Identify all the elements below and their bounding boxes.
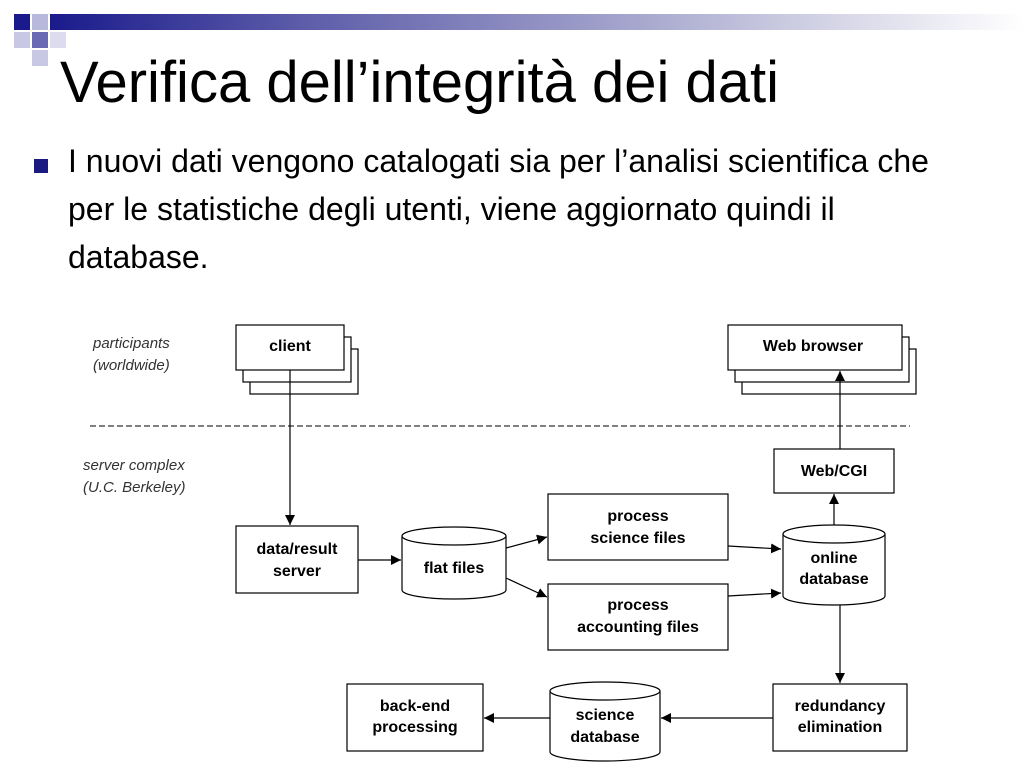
client-label: client: [269, 338, 311, 355]
header-square-dark: [14, 14, 30, 30]
process-science-label-1: process: [607, 508, 668, 525]
web-browser-label: Web browser: [763, 338, 863, 355]
backend-label-2: processing: [372, 719, 457, 736]
process-accounting-files-box: process accounting files: [547, 583, 729, 651]
data-result-server-box: data/result server: [235, 525, 359, 594]
arrow-accounting-to-onlinedb: [727, 588, 782, 599]
client-box: client: [235, 324, 359, 395]
process-science-files-box: process science files: [547, 493, 729, 561]
web-cgi-label: Web/CGI: [801, 463, 867, 480]
science-database-label-1: science: [576, 707, 635, 724]
online-database-label-1: online: [810, 550, 857, 567]
redundancy-elimination-box: redundancy elimination: [772, 683, 908, 752]
participants-label-sub: (worldwide): [93, 357, 170, 374]
arrow-science-to-onlinedb: [727, 543, 782, 554]
participants-label: participants: [92, 335, 170, 352]
server-complex-label-sub: (U.C. Berkeley): [83, 479, 186, 496]
slide-title: Verifica dell’integrità dei dati: [60, 50, 779, 115]
bullet-text: I nuovi dati vengono catalogati sia per …: [68, 143, 929, 275]
header-square-light-4: [50, 32, 66, 48]
header-gradient-bar: [50, 14, 1024, 30]
data-result-label-1: data/result: [257, 541, 339, 558]
arrow-flatfiles-to-accounting: [505, 577, 548, 598]
header-square-light-2: [14, 32, 30, 48]
backend-label-1: back-end: [380, 698, 450, 715]
web-browser-box: Web browser: [727, 324, 917, 395]
arrow-flatfiles-to-science: [505, 534, 548, 549]
redundancy-label-2: elimination: [798, 719, 882, 736]
process-science-label-2: science files: [590, 530, 685, 547]
redundancy-label-1: redundancy: [795, 698, 886, 715]
science-database-label-2: database: [570, 729, 639, 746]
server-complex-label: server complex: [83, 457, 185, 474]
header-square-light: [32, 14, 48, 30]
process-accounting-label-2: accounting files: [577, 619, 699, 636]
online-database-cylinder: online database: [782, 524, 886, 606]
online-database-label-2: database: [799, 571, 868, 588]
back-end-processing-box: back-end processing: [346, 683, 484, 752]
science-database-cylinder: science database: [549, 681, 661, 762]
header-square-light-3: [32, 50, 48, 66]
data-result-label-2: server: [273, 563, 321, 580]
bullet-square-icon: [34, 159, 48, 173]
header-square-dark-2: [32, 32, 48, 48]
flat-files-cylinder: flat files: [401, 526, 507, 600]
web-cgi-box: Web/CGI: [773, 448, 895, 494]
process-accounting-label-1: process: [607, 597, 668, 614]
flat-files-label: flat files: [424, 560, 485, 577]
